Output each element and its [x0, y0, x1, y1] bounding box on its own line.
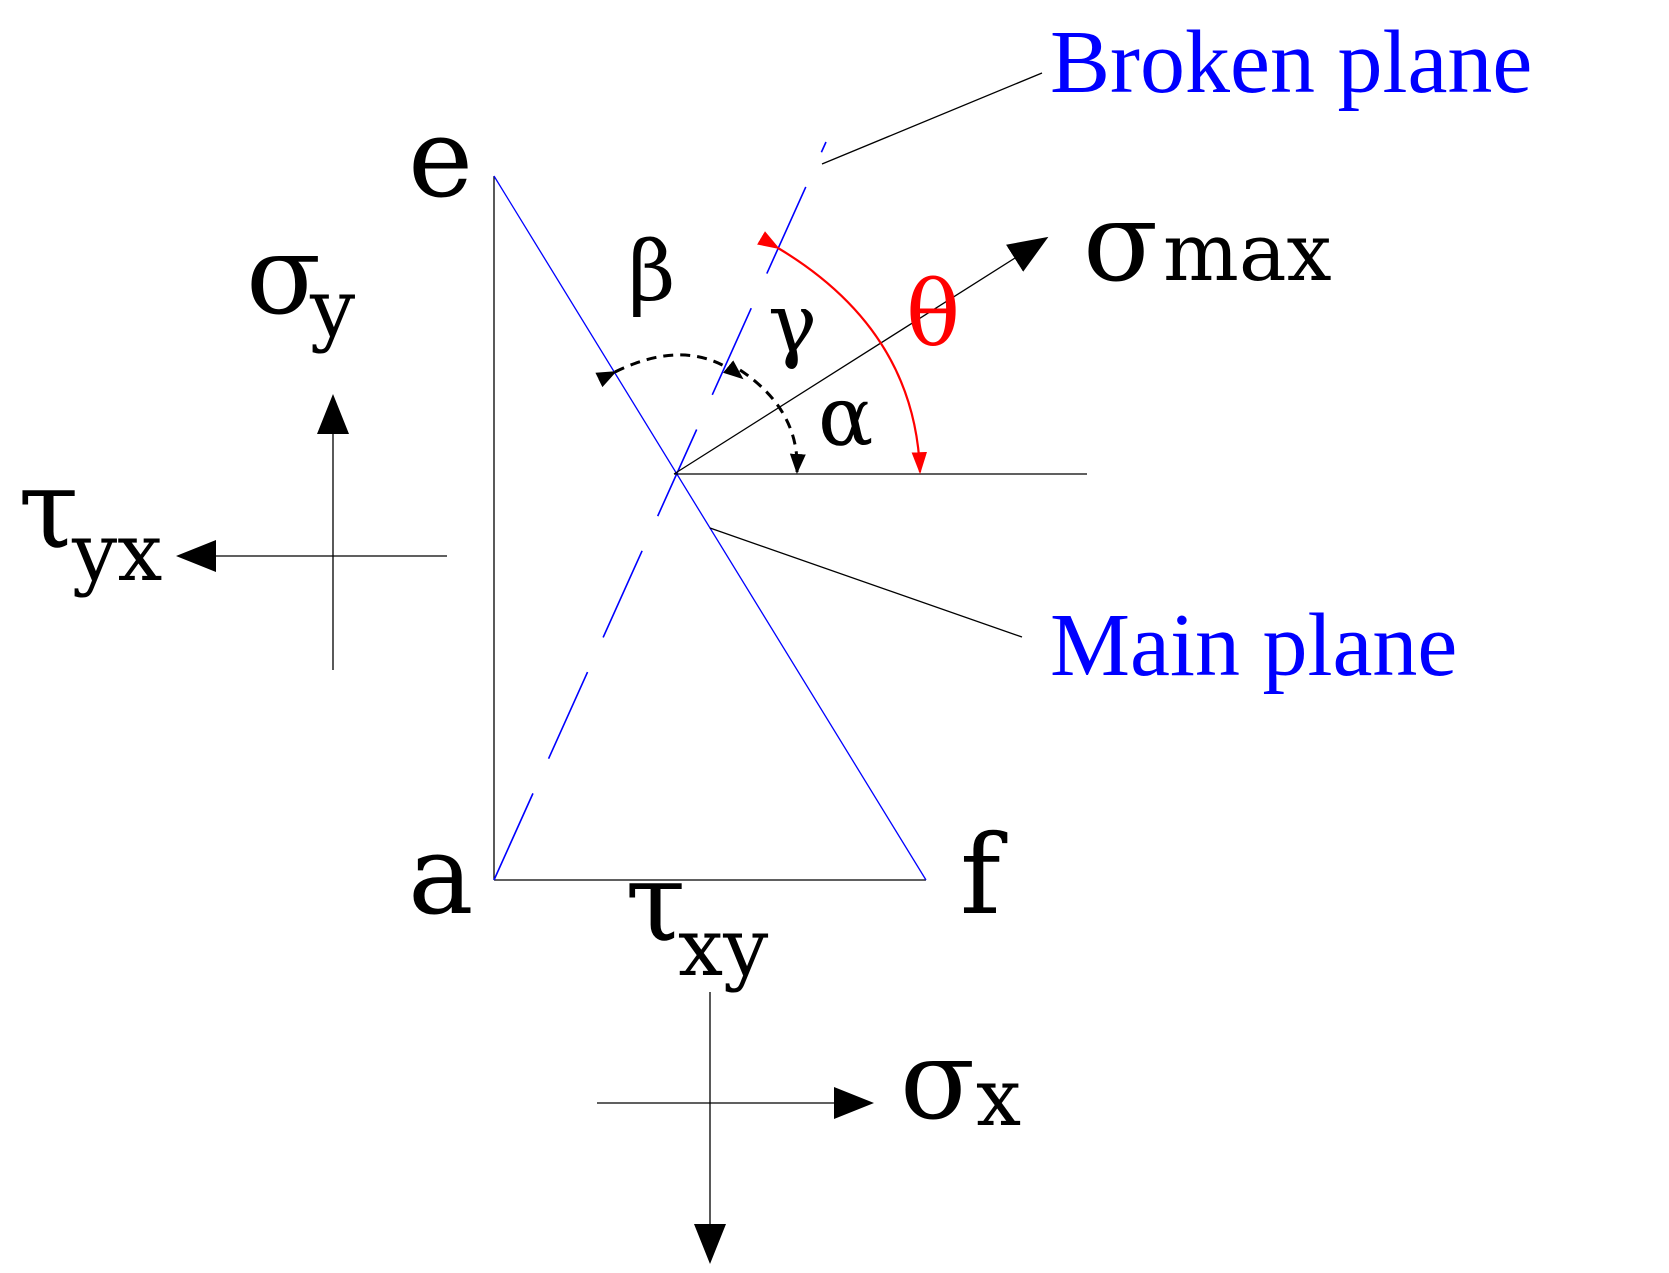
- beta-label: β: [628, 225, 675, 320]
- sigma-y-subscript: y: [309, 262, 355, 355]
- sigma-x-label: σ: [900, 1016, 975, 1144]
- alpha-arc: [739, 368, 806, 474]
- broken-plane-label: Broken plane: [1050, 13, 1532, 112]
- theta-label: θ: [906, 262, 960, 367]
- tau-yx-subscript: yx: [71, 506, 162, 599]
- sigma-max-label: σ: [1083, 178, 1158, 306]
- beta-arc: [595, 353, 744, 388]
- main-plane-leader: [709, 527, 1023, 638]
- tau-xy-subscript: xy: [678, 901, 768, 994]
- main-plane-label: Main plane: [1050, 596, 1457, 695]
- tau-xy-label: τ: [625, 838, 686, 966]
- tau-yx-label: τ: [18, 445, 79, 573]
- sigma-y-label: σ: [246, 211, 321, 339]
- sigma-max-subscript: max: [1163, 206, 1332, 299]
- theta-arc: [757, 231, 927, 475]
- vertex-e-label: e: [408, 94, 473, 222]
- vertex-a-label: a: [408, 811, 474, 939]
- broken-plane-leader: [821, 72, 1043, 165]
- alpha-label: α: [818, 370, 873, 465]
- sigma-x-subscript: x: [976, 1051, 1021, 1144]
- gamma-label: γ: [768, 277, 817, 372]
- vertex-f-label: f: [960, 811, 1008, 939]
